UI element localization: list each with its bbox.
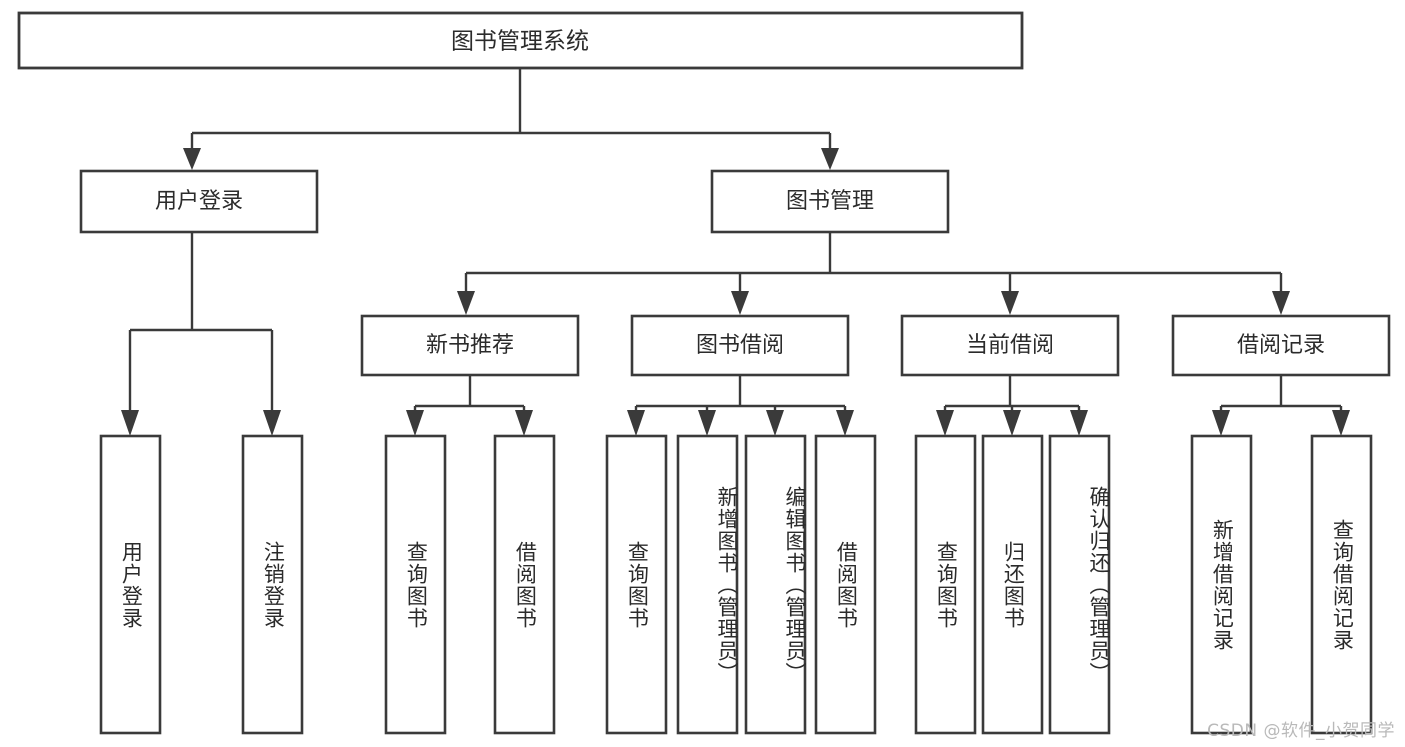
node-user-login[interactable]: 用户登录: [79, 169, 319, 234]
node-leaf-add-record-box[interactable]: [1190, 434, 1253, 735]
node-current-borrow-label: 当前借阅: [966, 333, 1054, 358]
node-user-login-box[interactable]: [79, 169, 319, 234]
node-leaf-add-book-box[interactable]: [676, 434, 739, 735]
node-new-book-recommend-box[interactable]: [360, 314, 580, 377]
node-leaf-return-book-box[interactable]: [981, 434, 1044, 735]
node-leaf-query-record-box[interactable]: [1310, 434, 1373, 735]
arrow-head-leaf-confirm-return: [1070, 410, 1088, 436]
arrow-head-leaf-query-record: [1332, 410, 1350, 436]
node-root-box[interactable]: [17, 11, 1024, 70]
node-leaf-logout-box[interactable]: [241, 434, 304, 735]
arrow-head-leaf-return-book: [1003, 410, 1021, 436]
node-leaf-query-book-2-box[interactable]: [605, 434, 668, 735]
arrow-head-book-borrow: [731, 291, 749, 315]
node-leaf-query-book-3-box[interactable]: [914, 434, 977, 735]
node-book-management-box[interactable]: [710, 169, 950, 234]
arrow-head-leaf-add-book: [698, 410, 716, 436]
node-new-book-recommend-label: 新书推荐: [426, 333, 514, 358]
arrow-head-leaf-edit-book: [766, 410, 784, 436]
node-current-borrow-box[interactable]: [900, 314, 1120, 377]
arrow-head-leaf-query-book-2: [627, 410, 645, 436]
arrow-head-book-management: [821, 148, 839, 170]
arrow-head-user-login: [183, 148, 201, 170]
node-book-borrow-box[interactable]: [630, 314, 850, 377]
node-root-label: 图书管理系统: [451, 29, 589, 55]
node-user-login-label: 用户登录: [155, 189, 243, 214]
node-new-book-recommend[interactable]: 新书推荐: [360, 314, 580, 377]
node-borrow-record-box[interactable]: [1171, 314, 1391, 377]
node-leaf-confirm-return-box[interactable]: [1048, 434, 1111, 735]
node-book-management-label: 图书管理: [786, 189, 874, 214]
node-leaf-edit-book-box[interactable]: [744, 434, 807, 735]
node-root[interactable]: 图书管理系统: [17, 11, 1024, 70]
arrow-head-leaf-logout: [263, 410, 281, 436]
node-leaf-query-book-1-box[interactable]: [384, 434, 447, 735]
node-borrow-record[interactable]: 借阅记录: [1171, 314, 1391, 377]
arrow-head-leaf-add-record: [1212, 410, 1230, 436]
node-book-borrow-label: 图书借阅: [696, 333, 784, 358]
arrow-head-borrow-record: [1272, 291, 1290, 315]
node-book-borrow[interactable]: 图书借阅: [630, 314, 850, 377]
node-current-borrow[interactable]: 当前借阅: [900, 314, 1120, 377]
arrow-head-leaf-query-book-1: [406, 410, 424, 436]
arrow-head-leaf-borrow-book-2: [836, 410, 854, 436]
node-leaf-borrow-book-1-box[interactable]: [493, 434, 556, 735]
arrow-head-current-borrow: [1001, 291, 1019, 315]
node-leaf-borrow-book-2-box[interactable]: [814, 434, 877, 735]
node-leaf-user-login-box[interactable]: [99, 434, 162, 735]
csdn-watermark: CSDN @软件_小贺同学: [1207, 721, 1395, 741]
node-book-management[interactable]: 图书管理: [710, 169, 950, 234]
arrow-head-leaf-borrow-book-1: [515, 410, 533, 436]
node-borrow-record-label: 借阅记录: [1237, 333, 1325, 358]
arrow-head-new-book-recommend: [457, 291, 475, 315]
arrow-head-leaf-query-book-3: [936, 410, 954, 436]
arrow-head-leaf-user-login: [121, 410, 139, 436]
